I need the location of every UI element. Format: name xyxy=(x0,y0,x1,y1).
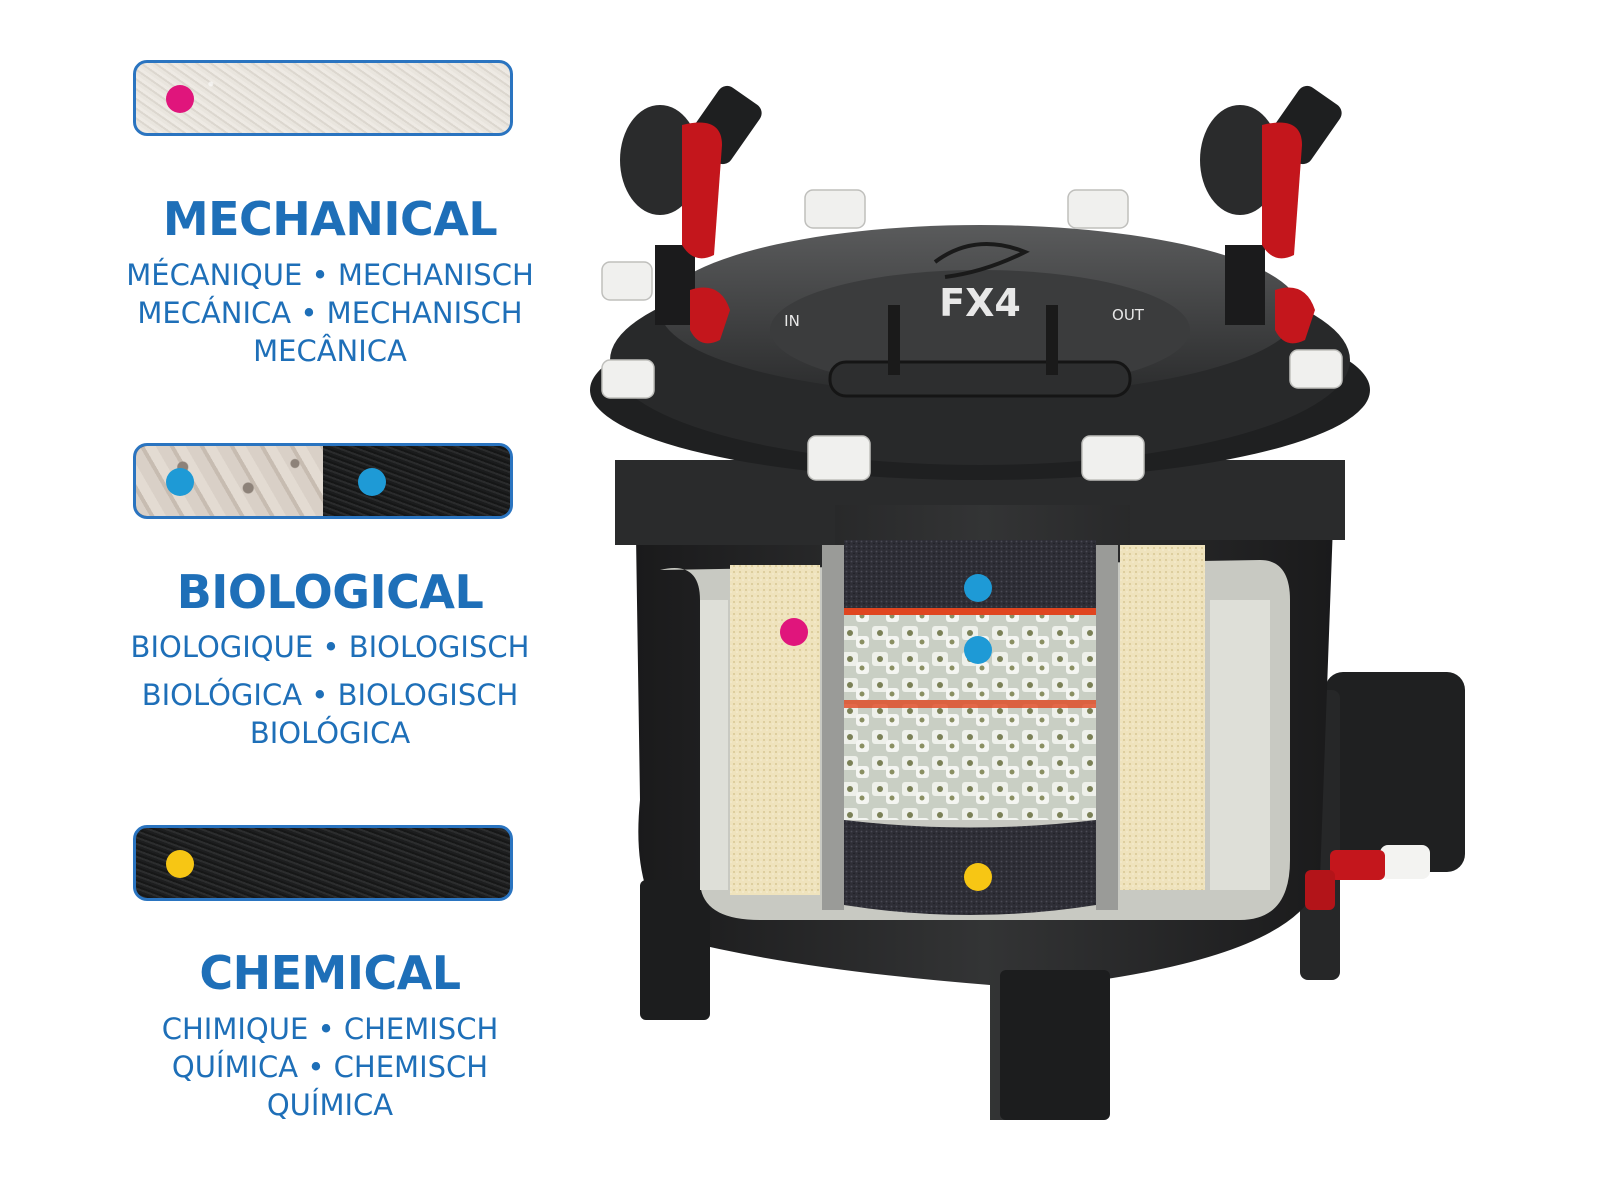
lid-clamps xyxy=(601,189,1343,481)
blue-dot-icon xyxy=(964,636,992,664)
biological-translation-2: BIOLÓGICA • BIOLOGISCH xyxy=(141,678,519,712)
mechanical-sponge-right xyxy=(1120,545,1205,890)
chemical-title: CHEMICAL xyxy=(199,946,461,1000)
outlet-valve xyxy=(1200,85,1342,344)
outlet-label: OUT xyxy=(1112,306,1145,324)
blue-dot-icon xyxy=(964,574,992,602)
inlet-label: IN xyxy=(784,312,800,330)
canister-filter-illustration: FX4 IN OUT xyxy=(590,85,1465,1120)
mechanical-title: MECHANICAL xyxy=(162,192,498,246)
inlet-valve xyxy=(620,85,762,344)
model-label: FX4 xyxy=(939,281,1021,325)
yellow-dot-icon xyxy=(964,863,992,891)
blue-dot-icon xyxy=(358,468,386,496)
black-foam-texture xyxy=(323,446,510,516)
mechanical-translation-1: MÉCANIQUE • MECHANISCH xyxy=(126,258,534,292)
mechanical-media-swatch xyxy=(133,60,513,136)
collar xyxy=(615,460,1345,545)
chemical-translation-3: QUÍMICA xyxy=(266,1088,394,1122)
biological-title: BIOLOGICAL xyxy=(176,565,484,619)
mechanical-translation-2: MECÁNICA • MECHANISCH xyxy=(137,296,523,330)
lid-handle xyxy=(828,360,1132,398)
chemical-media-swatch xyxy=(133,825,513,901)
foot xyxy=(1000,970,1110,1120)
biological-media-swatch xyxy=(133,443,513,519)
drain-valve xyxy=(1305,845,1430,910)
biological-translation-1: BIOLOGIQUE • BIOLOGISCH xyxy=(130,630,530,664)
chemical-translation-2: QUÍMICA • CHEMISCH xyxy=(171,1050,489,1084)
mechanical-translation-3: MECÂNICA xyxy=(253,334,407,368)
pump-housing xyxy=(1325,672,1465,872)
foot xyxy=(640,880,710,1020)
yellow-dot-icon xyxy=(166,850,194,878)
ceramic-rings-texture xyxy=(136,446,323,516)
chemical-translation-1: CHIMIQUE • CHEMISCH xyxy=(161,1012,499,1046)
magenta-dot-icon xyxy=(166,85,194,113)
biological-translation-3: BIOLÓGICA xyxy=(249,716,411,750)
blue-dot-icon xyxy=(166,468,194,496)
magenta-dot-icon xyxy=(780,618,808,646)
mechanical-sponge-left xyxy=(730,565,820,895)
